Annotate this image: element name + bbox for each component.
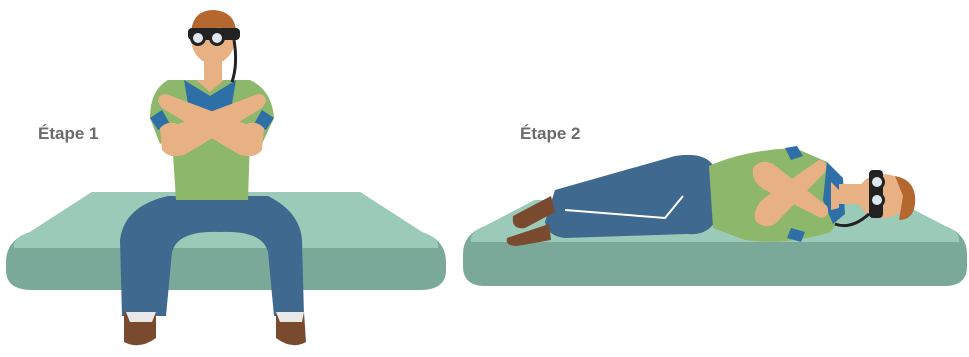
patient-head xyxy=(188,10,240,82)
step-1-illustration xyxy=(0,0,450,357)
step-2-illustration xyxy=(455,0,969,357)
